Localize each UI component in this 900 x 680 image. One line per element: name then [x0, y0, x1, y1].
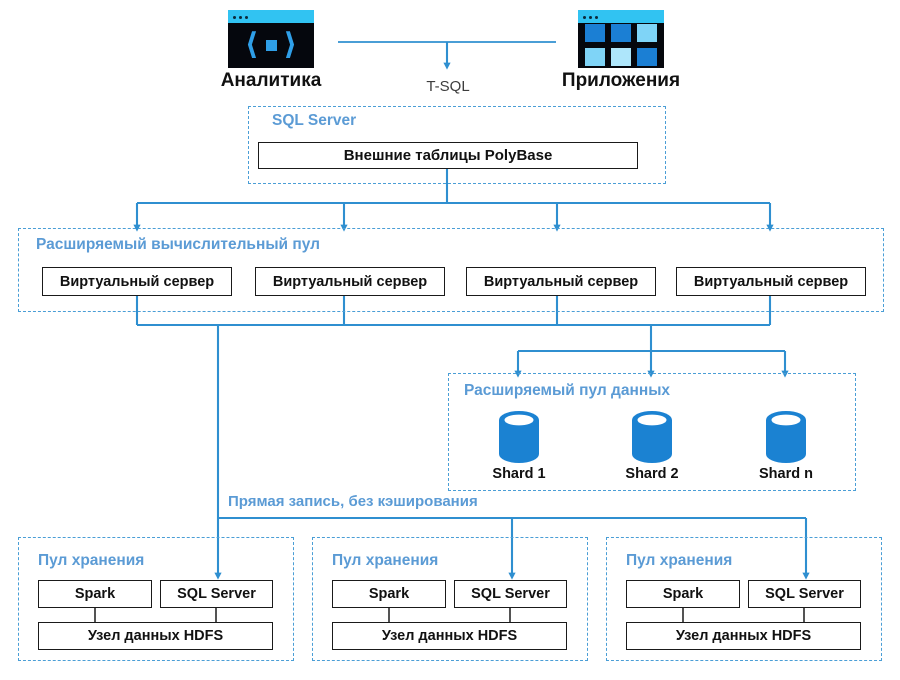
applications-label: Приложения [561, 70, 681, 91]
shard-2-label: Shard 2 [625, 466, 679, 482]
chevron-right-icon: ⟩ [283, 27, 298, 63]
compute-pool-title: Расширяемый вычислительный пул [36, 236, 321, 253]
database-cylinder-icon [766, 411, 806, 463]
shard-2[interactable]: Shard 2 [607, 408, 697, 484]
direct-write-label: Прямая запись, без кэширования [228, 493, 478, 510]
data-pool-title: Расширяемый пул данных [464, 382, 671, 399]
storage-pool-1-title: Пул хранения [38, 552, 145, 569]
compute-pool-virtual-server-3[interactable]: Виртуальный сервер [466, 267, 656, 296]
apps-window-icon [578, 23, 664, 68]
storage-pool-3-hdfs-datanode[interactable]: Узел данных HDFS [626, 622, 861, 650]
shard-n[interactable]: Shard n [741, 408, 831, 484]
storage-pool-2-group [312, 537, 588, 661]
code-window-icon: ⟨ ⟩ [228, 23, 314, 68]
storage-pool-3-spark[interactable]: Spark [626, 580, 740, 608]
shard-1-label: Shard 1 [492, 466, 546, 482]
shard-n-label: Shard n [759, 466, 813, 482]
storage-pool-2-hdfs-datanode[interactable]: Узел данных HDFS [332, 622, 567, 650]
window-dots [583, 11, 598, 24]
storage-pool-2-sql-server[interactable]: SQL Server [454, 580, 567, 608]
storage-pool-3-sql-server[interactable]: SQL Server [748, 580, 861, 608]
database-cylinder-icon [632, 411, 672, 463]
applications-device-icon [578, 10, 664, 68]
storage-pool-2-spark[interactable]: Spark [332, 580, 446, 608]
compute-pool-virtual-server-2[interactable]: Виртуальный сервер [255, 267, 445, 296]
tsql-connector-label: T-SQL [426, 78, 470, 95]
storage-pool-1-sql-server[interactable]: SQL Server [160, 580, 273, 608]
storage-pool-1-hdfs-datanode[interactable]: Узел данных HDFS [38, 622, 273, 650]
data-pool-group [448, 373, 856, 491]
sql-server-group [248, 106, 666, 184]
analytics-device-icon: ⟨ ⟩ [228, 10, 314, 68]
square-icon [265, 39, 277, 51]
window-dots [233, 11, 248, 24]
analytics-label: Аналитика [220, 70, 322, 91]
compute-pool-virtual-server-1[interactable]: Виртуальный сервер [42, 267, 232, 296]
storage-pool-3-group [606, 537, 882, 661]
storage-pool-1-group [18, 537, 294, 661]
shard-1[interactable]: Shard 1 [474, 408, 564, 484]
window-titlebar [228, 10, 314, 23]
chevron-left-icon: ⟨ [244, 27, 259, 63]
sql-server-group-title: SQL Server [272, 112, 357, 129]
window-titlebar [578, 10, 664, 23]
polybase-external-tables-box[interactable]: Внешние таблицы PolyBase [258, 142, 638, 169]
compute-pool-group [18, 228, 884, 312]
database-cylinder-icon [499, 411, 539, 463]
storage-pool-3-title: Пул хранения [626, 552, 733, 569]
compute-pool-virtual-server-4[interactable]: Виртуальный сервер [676, 267, 866, 296]
storage-pool-2-title: Пул хранения [332, 552, 439, 569]
storage-pool-1-spark[interactable]: Spark [38, 580, 152, 608]
